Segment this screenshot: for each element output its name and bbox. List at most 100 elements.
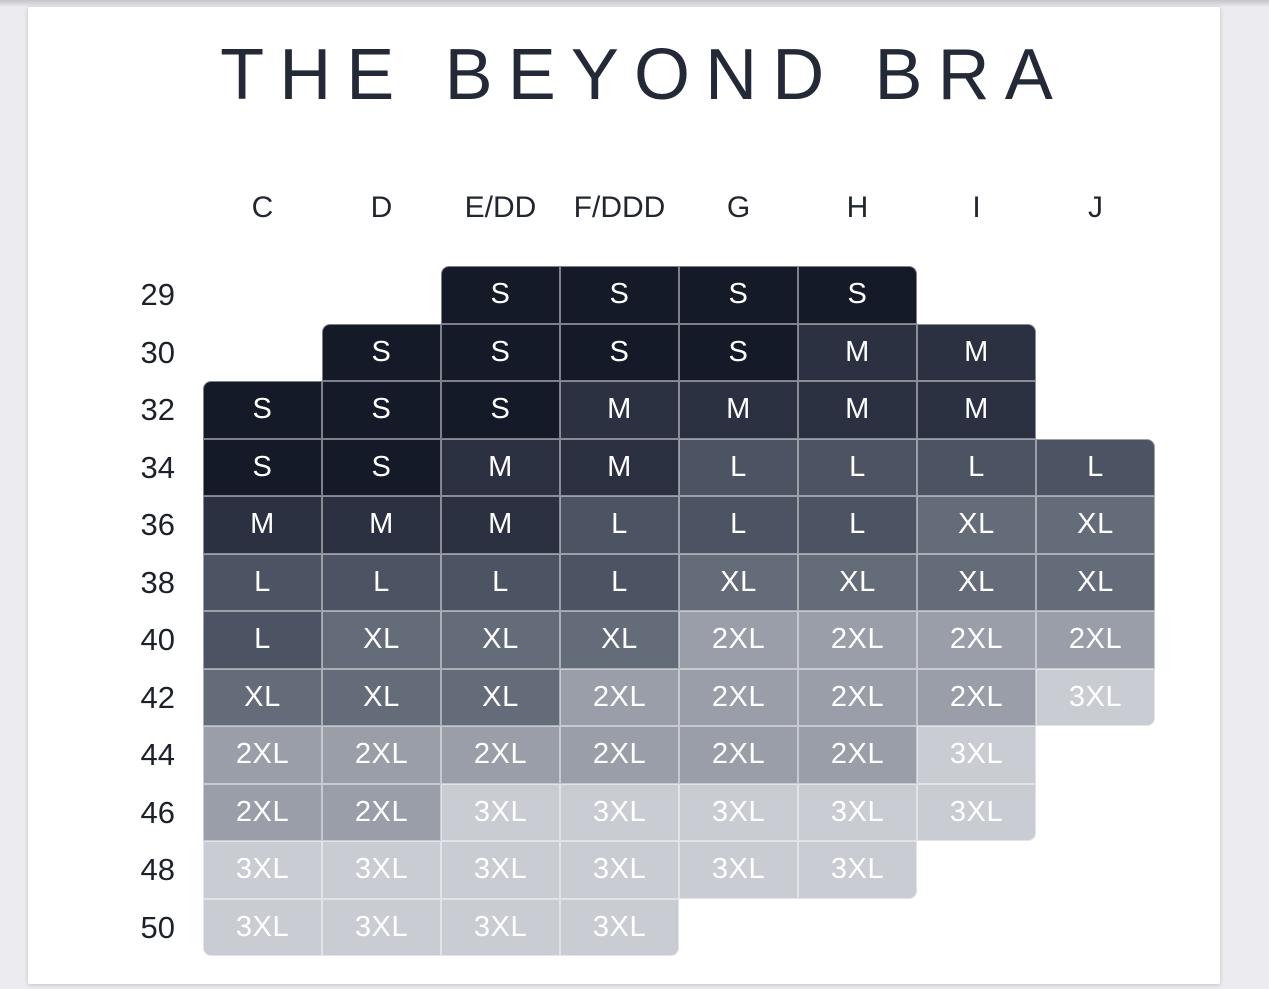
row-label-36: 36: [140, 507, 175, 542]
size-cell-30-h: M: [798, 323, 917, 381]
size-cell-42-i: 2XL: [917, 668, 1036, 726]
column-header-f-ddd: F/DDD: [573, 191, 666, 224]
size-cell-42-g: 2XL: [679, 668, 798, 726]
size-cell-46-e-dd: 3XL: [441, 783, 560, 841]
size-cell-44-h: 2XL: [798, 726, 917, 784]
column-header-g: G: [726, 191, 751, 224]
size-cell-40-j: 2XL: [1036, 611, 1155, 669]
page-title: THE BEYOND BRA: [220, 35, 1068, 115]
size-cell-50-e-dd: 3XL: [441, 898, 560, 956]
size-cell-46-i: 3XL: [917, 783, 1036, 841]
size-cell-34-c: S: [203, 438, 322, 496]
size-cell-34-i: L: [917, 438, 1036, 496]
row-label-42: 42: [140, 679, 175, 715]
row-label-29: 29: [140, 277, 175, 312]
size-cell-30-d: S: [322, 323, 441, 381]
size-cell-36-e-dd: M: [441, 496, 560, 554]
size-cell-29-g: S: [679, 266, 798, 324]
size-cell-50-f-ddd: 3XL: [560, 898, 679, 956]
row-label-46: 46: [140, 794, 175, 830]
row-label-34: 34: [140, 449, 175, 485]
empty-cell: [1036, 726, 1155, 784]
empty-cell: [203, 324, 322, 382]
empty-cell: [1036, 266, 1155, 324]
size-cell-32-h: M: [798, 381, 917, 439]
size-cell-36-f-ddd: L: [560, 496, 679, 554]
grid-corner-spacer: [95, 186, 203, 230]
row-label-48: 48: [140, 852, 175, 887]
size-cell-48-c: 3XL: [203, 841, 322, 899]
size-cell-32-d: S: [322, 381, 441, 439]
column-header-j: J: [1088, 191, 1103, 224]
size-cell-36-j: XL: [1036, 496, 1155, 554]
row-label-44: 44: [140, 737, 175, 772]
size-cell-29-f-ddd: S: [560, 266, 679, 324]
size-cell-48-f-ddd: 3XL: [560, 841, 679, 899]
size-cell-44-g: 2XL: [679, 726, 798, 784]
size-cell-32-i: M: [917, 381, 1036, 439]
size-cell-38-g: XL: [679, 553, 798, 611]
row-label-40: 40: [140, 622, 175, 657]
size-cell-46-d: 2XL: [322, 783, 441, 841]
size-cell-36-h: L: [798, 496, 917, 554]
size-cell-44-d: 2XL: [322, 726, 441, 784]
size-cell-40-i: 2XL: [917, 611, 1036, 669]
size-cell-36-c: M: [203, 496, 322, 554]
column-header-h: H: [846, 191, 869, 224]
size-cell-46-g: 3XL: [679, 783, 798, 841]
empty-cell: [917, 899, 1036, 957]
size-cell-48-h: 3XL: [798, 841, 917, 899]
size-cell-40-h: 2XL: [798, 611, 917, 669]
empty-cell: [1036, 899, 1155, 957]
size-cell-30-i: M: [917, 323, 1036, 381]
size-cell-32-g: M: [679, 381, 798, 439]
size-cell-34-j: L: [1036, 438, 1155, 496]
size-cell-48-e-dd: 3XL: [441, 841, 560, 899]
column-header-i: I: [972, 191, 981, 224]
size-cell-38-e-dd: L: [441, 553, 560, 611]
size-cell-40-f-ddd: XL: [560, 611, 679, 669]
size-cell-42-d: XL: [322, 668, 441, 726]
size-cell-32-e-dd: S: [441, 381, 560, 439]
size-cell-34-f-ddd: M: [560, 438, 679, 496]
size-cell-32-c: S: [203, 381, 322, 439]
size-cell-29-e-dd: S: [441, 266, 560, 324]
size-cell-48-d: 3XL: [322, 841, 441, 899]
size-cell-40-d: XL: [322, 611, 441, 669]
size-cell-42-h: 2XL: [798, 668, 917, 726]
size-cell-34-d: S: [322, 438, 441, 496]
window-top-edge: [0, 0, 1269, 7]
empty-cell: [322, 266, 441, 324]
size-cell-36-i: XL: [917, 496, 1036, 554]
size-cell-46-c: 2XL: [203, 783, 322, 841]
size-cell-42-f-ddd: 2XL: [560, 668, 679, 726]
size-cell-30-e-dd: S: [441, 323, 560, 381]
empty-cell: [1036, 784, 1155, 842]
empty-cell: [203, 266, 322, 324]
empty-cell: [1036, 324, 1155, 382]
size-cell-44-f-ddd: 2XL: [560, 726, 679, 784]
column-header-c: C: [251, 191, 274, 224]
size-cell-34-g: L: [679, 438, 798, 496]
empty-cell: [1036, 841, 1155, 899]
size-cell-34-e-dd: M: [441, 438, 560, 496]
empty-cell: [917, 266, 1036, 324]
row-label-38: 38: [140, 564, 175, 600]
size-cell-44-e-dd: 2XL: [441, 726, 560, 784]
row-label-50: 50: [140, 909, 175, 945]
size-cell-38-i: XL: [917, 553, 1036, 611]
size-cell-36-d: M: [322, 496, 441, 554]
column-header-e-dd: E/DD: [464, 191, 537, 224]
row-label-30: 30: [140, 334, 175, 370]
empty-cell: [679, 899, 798, 957]
size-cell-36-g: L: [679, 496, 798, 554]
size-cell-44-c: 2XL: [203, 726, 322, 784]
size-cell-50-c: 3XL: [203, 898, 322, 956]
size-cell-42-c: XL: [203, 668, 322, 726]
size-cell-38-j: XL: [1036, 553, 1155, 611]
size-cell-40-e-dd: XL: [441, 611, 560, 669]
size-cell-46-h: 3XL: [798, 783, 917, 841]
size-cell-40-c: L: [203, 611, 322, 669]
